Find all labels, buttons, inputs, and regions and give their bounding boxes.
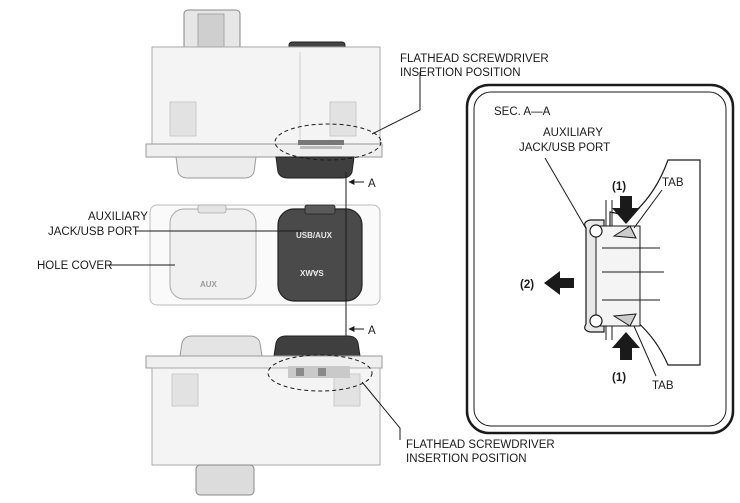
top-flange (145, 143, 383, 158)
hole-cover-label: HOLE COVER (37, 260, 112, 272)
bottom-callout-line1: FLATHEAD SCREWDRIVER (406, 439, 555, 451)
section-marker-bottom: A (368, 325, 376, 337)
step1-top-label: (1) (612, 181, 626, 193)
tab-bottom-label: TAB (652, 380, 674, 392)
press-arrow-bottom (612, 332, 640, 360)
top-insertion-ellipse (274, 123, 382, 161)
usb-aux-marking: USB/AUX (296, 231, 333, 240)
tab-top-label: TAB (662, 177, 684, 189)
left-cover-marking: AUX (200, 280, 218, 289)
top-unit (145, 9, 383, 179)
step1-bottom-label: (1) (612, 372, 626, 384)
section-tab-bottom (612, 313, 637, 327)
section-port-label-line1: AUXILIARY (543, 127, 603, 139)
top-dark-port-tip (275, 156, 355, 179)
port-label-line1: AUXILIARY (88, 211, 148, 223)
aux-usb-port-cover (277, 208, 363, 302)
section-marker-top: A (368, 178, 376, 190)
bottom-callout-leader (361, 381, 401, 440)
bottom-dark-port-tip (273, 335, 361, 357)
pull-arrow (544, 271, 574, 295)
top-callout-leader (371, 72, 421, 135)
section-port-label-line2: JACK/USB PORT (519, 142, 610, 154)
press-arrow-top (612, 196, 640, 224)
section-title: SEC. A—A (494, 106, 551, 118)
step2-label: (2) (520, 279, 534, 291)
bottom-insertion-ellipse (267, 354, 373, 392)
right-lower-marking: XW∀S (300, 269, 324, 278)
bottom-unit (145, 335, 383, 496)
top-callout-line1: FLATHEAD SCREWDRIVER (400, 53, 549, 65)
bottom-connector (195, 464, 255, 496)
tab-top-leader (633, 189, 663, 229)
port-label-line2: JACK/USB PORT (48, 226, 139, 238)
section-tab-top (612, 225, 637, 239)
section-inset: SEC. A—A AUXILIARY JACK/USB PORT (1) (1)… (465, 83, 735, 435)
tab-bottom-leader (633, 325, 657, 377)
bottom-callout-line2: INSERTION POSITION (406, 453, 527, 465)
section-port-leader (544, 157, 589, 233)
top-callout-line2: INSERTION POSITION (400, 67, 521, 79)
hole-cover-panel: AUX USB/AUX XW∀S (149, 204, 381, 306)
